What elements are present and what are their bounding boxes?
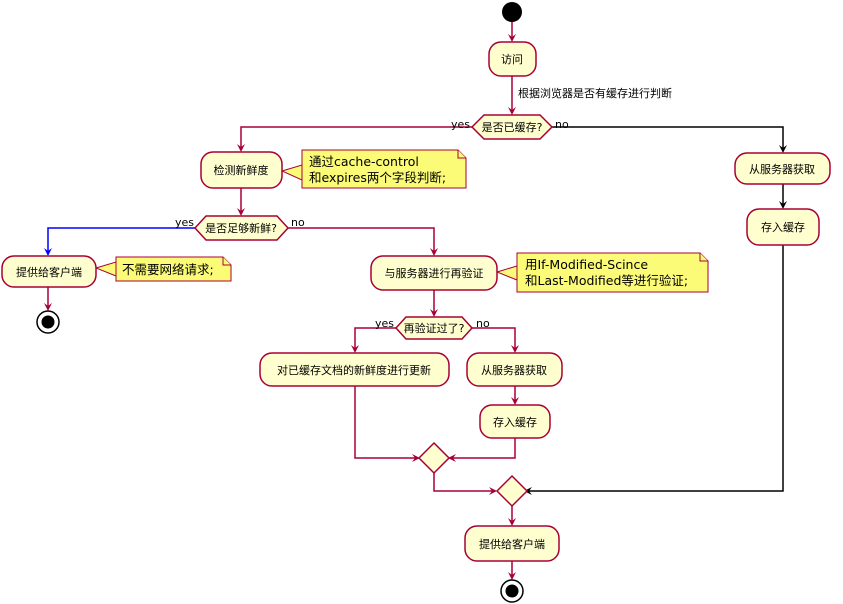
arrow-head bbox=[779, 145, 787, 153]
note-pointer bbox=[94, 261, 117, 277]
note-pointer bbox=[495, 265, 518, 281]
note-cache-control: 通过cache-control 和expires两个字段判断; bbox=[301, 149, 467, 189]
activity-store-cache-mid: 存入缓存 bbox=[479, 404, 551, 439]
edge-label-yes: yes bbox=[451, 118, 470, 131]
edge-cached-no bbox=[552, 126, 784, 149]
edge-reval-no bbox=[472, 327, 516, 349]
note-cache-control-line1: 通过cache-control bbox=[309, 154, 419, 169]
activity-fetch-server-mid-label: 从服务器获取 bbox=[481, 364, 547, 377]
arrow-head bbox=[448, 454, 456, 462]
arrow-head bbox=[508, 107, 516, 115]
end-node-inner bbox=[41, 315, 55, 329]
edge-label-judge-cache: 根据浏览器是否有缓存进行判断 bbox=[518, 86, 672, 100]
edge-label-yes: yes bbox=[375, 317, 394, 330]
activity-fetch-server-mid: 从服务器获取 bbox=[466, 352, 563, 387]
edge-cached-yes bbox=[240, 126, 472, 148]
activity-provide-client-bottom-label: 提供给客户端 bbox=[479, 537, 545, 551]
arrow-head bbox=[44, 303, 52, 311]
activity-visit-label: 访问 bbox=[501, 53, 523, 66]
arrow-head bbox=[508, 34, 516, 42]
activity-store-cache-right-label: 存入缓存 bbox=[761, 220, 805, 234]
merge-diamond-inner bbox=[417, 441, 451, 475]
arrow-head bbox=[511, 345, 519, 353]
decision-revalidated: 再验证过了? bbox=[394, 316, 474, 340]
arrow-head bbox=[430, 309, 438, 317]
edge-label-no: no bbox=[555, 118, 569, 131]
activity-update-cached-label: 对已缓存文档的新鲜度进行更新 bbox=[277, 363, 431, 377]
activity-fetch-server-right-label: 从服务器获取 bbox=[749, 163, 815, 176]
activity-visit: 访问 bbox=[488, 41, 537, 77]
activity-provide-client-bottom: 提供给客户端 bbox=[464, 525, 560, 562]
edge-fresh-yes bbox=[47, 227, 195, 252]
activity-store-cache-mid-label: 存入缓存 bbox=[493, 415, 537, 429]
edge-fresh-no bbox=[288, 227, 435, 252]
note-cache-control-line2: 和expires两个字段判断; bbox=[309, 170, 446, 185]
arrow-head bbox=[351, 345, 359, 353]
arrow-head bbox=[430, 248, 438, 256]
arrow-head bbox=[508, 572, 516, 580]
edge-store-merge-right bbox=[528, 245, 784, 492]
note-if-modified-line1: 用If-Modified-Scince bbox=[525, 257, 648, 272]
end-node-inner bbox=[505, 584, 519, 598]
decision-fresh-enough: 是否足够新鲜? bbox=[193, 215, 290, 241]
arrow-head bbox=[237, 144, 245, 152]
arrow-head bbox=[511, 397, 519, 405]
edge-label-no: no bbox=[291, 216, 305, 229]
decision-revalidated-label: 再验证过了? bbox=[404, 321, 465, 335]
arrow-head bbox=[237, 208, 245, 216]
edge-store2-merge bbox=[452, 438, 516, 459]
note-if-modified-line2: 和Last-Modified等进行验证; bbox=[525, 273, 688, 288]
note-no-network: 不需要网络请求; bbox=[115, 256, 232, 282]
merge-diamond-outer bbox=[495, 474, 529, 508]
activity-provide-client-left-label: 提供给客户端 bbox=[16, 265, 82, 279]
arrow-head bbox=[412, 454, 420, 462]
activity-store-cache-right: 存入缓存 bbox=[746, 208, 820, 246]
edge-label-yes: yes bbox=[175, 216, 194, 229]
decision-is-cached: 是否已缓存? bbox=[470, 114, 554, 140]
edge-merge1-merge2 bbox=[433, 473, 493, 492]
arrow-head bbox=[44, 248, 52, 256]
arrow-head bbox=[779, 201, 787, 209]
edge-update-merge bbox=[354, 386, 416, 459]
activity-fetch-server-right: 从服务器获取 bbox=[734, 152, 831, 185]
activity-update-cached: 对已缓存文档的新鲜度进行更新 bbox=[259, 352, 450, 387]
activity-provide-client-left: 提供给客户端 bbox=[1, 255, 97, 288]
activity-check-fresh-label: 检测新鲜度 bbox=[214, 163, 269, 177]
note-if-modified: 用If-Modified-Scince 和Last-Modified等进行验证; bbox=[516, 252, 709, 293]
start-node bbox=[502, 2, 522, 22]
activity-revalidate-label: 与服务器进行再验证 bbox=[385, 266, 484, 280]
note-no-network-text: 不需要网络请求; bbox=[122, 262, 214, 277]
edge-reval-yes bbox=[354, 327, 396, 349]
arrow-head bbox=[489, 487, 497, 495]
activity-revalidate: 与服务器进行再验证 bbox=[370, 255, 498, 291]
decision-fresh-enough-label: 是否足够新鲜? bbox=[205, 221, 277, 235]
decision-is-cached-label: 是否已缓存? bbox=[482, 120, 543, 134]
note-pointer bbox=[280, 164, 303, 181]
arrow-head bbox=[508, 518, 516, 526]
edge-label-no: no bbox=[476, 317, 490, 330]
activity-check-fresh: 检测新鲜度 bbox=[200, 151, 283, 189]
